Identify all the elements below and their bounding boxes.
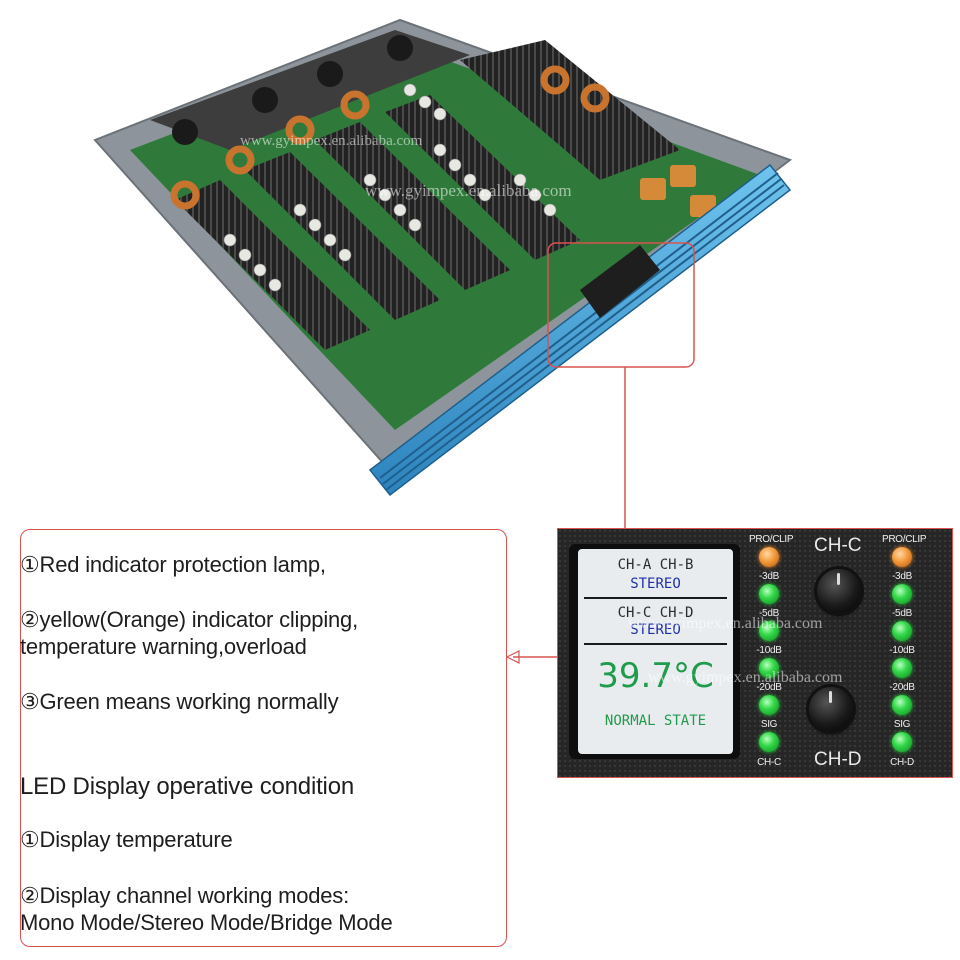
lcd-mode-cd: STEREO	[630, 622, 681, 638]
info-clipping: ②yellow(Orange) indicator clipping,	[20, 607, 358, 632]
gain-knob-lower[interactable]	[809, 687, 853, 731]
meter-label: SIG	[760, 719, 778, 730]
meter-label: -20dB	[889, 682, 915, 693]
meter-label: PRO/CLIP	[749, 534, 794, 545]
display-heading: LED Display operative condition	[20, 773, 354, 800]
toroid-coils	[170, 65, 610, 210]
meter-label: -10dB	[756, 645, 782, 656]
lcd-state: NORMAL STATE	[604, 713, 707, 729]
heatsinks	[175, 40, 680, 350]
lcd-channels-cd: CH-C CH-D	[617, 605, 694, 621]
info-green-normal: ③Green means working normally	[20, 689, 339, 714]
gain-knob-upper[interactable]	[817, 569, 861, 613]
meter-label: SIG	[893, 719, 911, 730]
lcd-divider	[584, 597, 727, 599]
meter-label: -3dB	[759, 571, 779, 582]
led-pro-clip	[892, 547, 912, 567]
arrow-left-icon	[505, 650, 520, 664]
highlight-box	[547, 242, 695, 368]
meter-label: -3dB	[892, 571, 912, 582]
lcd-mode-ab: STEREO	[630, 576, 681, 592]
watermark: www.gyimpex.en.alibaba.com	[240, 133, 423, 149]
led-sig	[892, 732, 912, 752]
meter-label: -5dB	[892, 608, 912, 619]
display-temperature-note: ①Display temperature	[20, 827, 233, 852]
info-box	[20, 529, 507, 947]
led-10db	[759, 658, 779, 678]
led-3db	[759, 584, 779, 604]
led-5db	[759, 621, 779, 641]
led-pro-clip	[759, 547, 779, 567]
info-protection-lamp: ①Red indicator protection lamp,	[20, 552, 326, 577]
lcd-display: CH-A CH-B STEREO CH-C CH-D STEREO 39.7°C…	[578, 549, 733, 754]
amplifier-photo: www.gyimpex.en.alibaba.com www.gyimpex.e…	[93, 18, 793, 497]
display-modes-list: Mono Mode/Stereo Mode/Bridge Mode	[20, 910, 393, 935]
display-modes-note: ②Display channel working modes:	[20, 883, 350, 908]
watermark: www.gyimpex.en.alibaba.com	[648, 669, 843, 686]
led-sig	[759, 732, 779, 752]
capacitors	[223, 83, 557, 292]
front-panel-closeup: CH-A CH-B STEREO CH-C CH-D STEREO 39.7°C…	[557, 528, 953, 778]
led-3db	[892, 584, 912, 604]
meter-label: CH-C	[757, 757, 781, 768]
channel-label-lower: CH-D	[814, 749, 862, 770]
watermark: www.gyimpex.en.alibaba.com	[365, 181, 572, 200]
lcd-divider	[584, 643, 727, 645]
meter-label: -5dB	[759, 608, 779, 619]
channel-label-upper: CH-C	[814, 535, 862, 556]
meter-label: -20dB	[756, 682, 782, 693]
meter-label: PRO/CLIP	[882, 534, 927, 545]
led-20db	[759, 695, 779, 715]
watermark: www.gyimpex.en.alibaba.com	[628, 615, 823, 632]
led-5db	[892, 621, 912, 641]
led-10db	[892, 658, 912, 678]
meter-label: -10dB	[889, 645, 915, 656]
meter-label: CH-D	[890, 757, 914, 768]
led-20db	[892, 695, 912, 715]
lcd-channels-ab: CH-A CH-B	[617, 557, 694, 573]
lcd-temperature: 39.7°C	[597, 656, 714, 696]
info-clipping-cont: temperature warning,overload	[20, 634, 307, 659]
